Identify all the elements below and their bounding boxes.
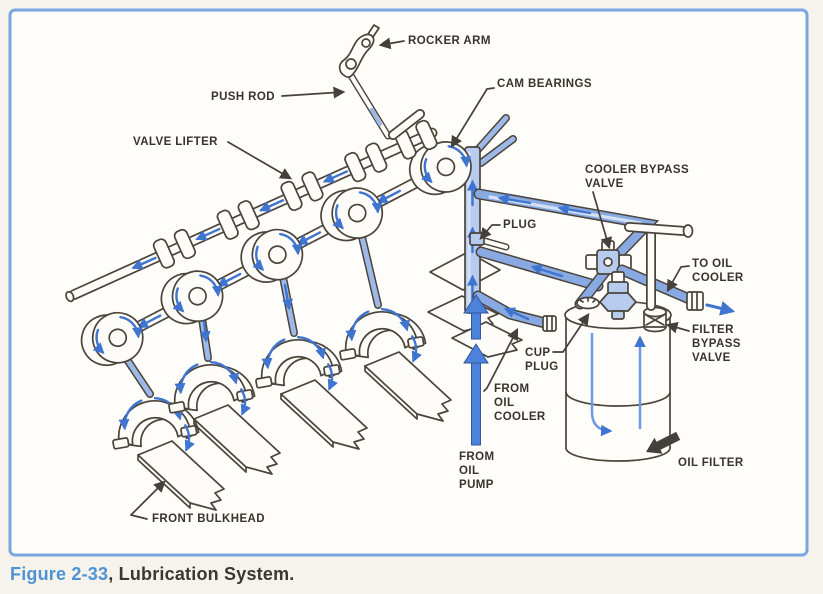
leader-lines (130, 37, 690, 520)
label-rocker-arm: ROCKER ARM (408, 35, 491, 47)
label-from-oil-pump-line1: FROM (459, 451, 494, 463)
label-cup-plug-line2: PLUG (525, 361, 559, 373)
leader-rocker-arm (378, 37, 405, 50)
labels: ROCKER ARM PUSH ROD VALVE LIFTER CAM BEA… (133, 35, 744, 525)
leader-cup-plug (552, 313, 590, 353)
pipe-coupling (542, 315, 557, 332)
valve-lifter-rail (65, 118, 440, 303)
label-cam-bearings: CAM BEARINGS (497, 78, 592, 90)
label-cooler-bypass-valve-line2: VALVE (585, 178, 624, 190)
label-from-oil-cooler-line2: OIL (494, 397, 514, 409)
to-cooler-flow-arrow (705, 301, 736, 316)
leader-front-bulkhead (130, 480, 166, 520)
label-valve-lifter: VALVE LIFTER (133, 136, 218, 148)
label-filter-bypass-valve-line2: BYPASS (692, 338, 741, 350)
figure-caption: Figure 2-33, Lubrication System. (10, 564, 294, 585)
label-cooler-bypass-valve-line1: COOLER BYPASS (585, 164, 689, 176)
figure-frame (8, 8, 809, 557)
filter-flow-down-arrow (590, 332, 613, 437)
leader-cam-bearings (450, 87, 495, 149)
label-from-oil-cooler-line1: FROM (494, 383, 529, 395)
from-oil-pump-arrow (463, 294, 489, 446)
pipe-coupling (686, 291, 704, 311)
label-to-oil-cooler-line2: COOLER (692, 272, 744, 284)
label-cup-plug-line1: CUP (525, 347, 550, 359)
cup-plug (576, 296, 600, 310)
label-to-oil-cooler-line1: TO OIL (692, 258, 733, 270)
label-from-oil-cooler-line3: COOLER (494, 411, 546, 423)
label-plug: PLUG (503, 219, 537, 231)
filter-center-bolt (599, 271, 637, 320)
rocker-arm (338, 24, 380, 79)
leader-to-oil-cooler (666, 265, 690, 293)
oil-filter-pointer-arrow (646, 431, 681, 454)
label-filter-bypass-valve-line1: FILTER (692, 324, 734, 336)
caption-figure-number: Figure 2-33 (10, 564, 109, 584)
label-filter-bypass-valve-line3: VALVE (692, 352, 731, 364)
leader-push-rod (281, 86, 346, 99)
caption-title: , Lubrication System. (108, 564, 295, 584)
label-front-bulkhead: FRONT BULKHEAD (152, 513, 265, 525)
leader-cooler-bypass-valve (592, 191, 613, 250)
label-from-oil-pump-line3: PUMP (459, 479, 494, 491)
label-from-oil-pump-line2: OIL (459, 465, 479, 477)
camshaft-assembly (73, 131, 480, 377)
leader-filter-bypass-valve (665, 321, 690, 334)
external-cooler-pipe (624, 222, 694, 311)
label-oil-filter: OIL FILTER (678, 457, 744, 469)
leader-from-oil-cooler (483, 327, 519, 392)
label-push-rod: PUSH ROD (211, 91, 275, 103)
leader-valve-lifter (227, 141, 293, 180)
leader-plug (479, 224, 501, 240)
push-rod (346, 70, 425, 140)
